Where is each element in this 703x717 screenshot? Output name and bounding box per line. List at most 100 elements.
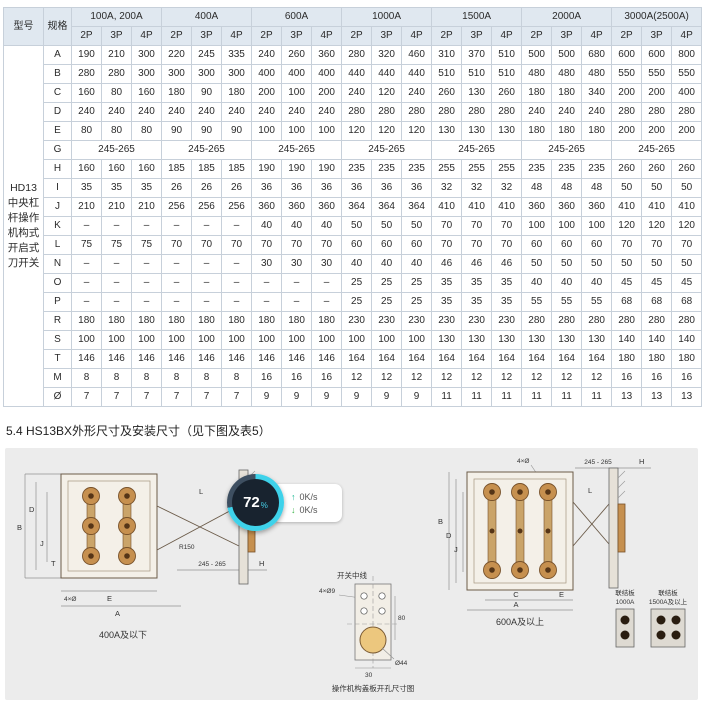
value-cell: 360: [521, 197, 553, 217]
value-cell: 12: [551, 368, 583, 388]
value-cell: 12: [581, 368, 613, 388]
plate1-title: 联结板: [615, 588, 635, 597]
value-cell: 260: [491, 83, 523, 103]
range-cell: 245-265: [431, 140, 523, 160]
value-cell: 280: [341, 102, 373, 122]
model-name-line: 开启式: [7, 242, 40, 254]
value-cell: 8: [71, 368, 102, 388]
value-cell: 80: [101, 83, 132, 103]
value-cell: 550: [671, 64, 703, 84]
value-cell: –: [71, 216, 102, 236]
spec-cell: N: [43, 254, 72, 274]
value-cell: 210: [130, 197, 163, 217]
value-cell: 146: [251, 349, 283, 369]
value-cell: 11: [521, 387, 553, 407]
value-cell: 510: [431, 64, 463, 84]
value-cell: –: [71, 292, 102, 312]
value-cell: 180: [161, 311, 193, 331]
value-cell: 100: [581, 216, 613, 236]
value-cell: 50: [581, 254, 613, 274]
value-cell: 440: [371, 64, 403, 84]
value-cell: –: [311, 273, 343, 293]
value-cell: 40: [551, 273, 583, 293]
value-cell: 25: [371, 273, 403, 293]
caption-cover-plate: 操作机构盖板开孔尺寸图: [332, 683, 415, 693]
value-cell: 190: [251, 159, 283, 179]
value-cell: 16: [311, 368, 343, 388]
value-cell: 40: [281, 216, 313, 236]
value-cell: 235: [581, 159, 613, 179]
pole-header: 3P: [281, 26, 313, 46]
value-cell: 11: [551, 387, 583, 407]
value-cell: 180: [251, 311, 283, 331]
model-name-line: 刀开关: [7, 257, 40, 269]
value-cell: 68: [641, 292, 673, 312]
value-cell: 7: [191, 387, 223, 407]
amperage-group-header: 2000A: [521, 7, 613, 27]
amperage-group-header: 1000A: [341, 7, 433, 27]
value-cell: 70: [161, 235, 193, 255]
value-cell: 146: [311, 349, 343, 369]
percent-symbol: %: [260, 501, 268, 510]
dim-label-d-600a: D: [446, 531, 452, 540]
speedball-ring[interactable]: 72 %: [227, 474, 284, 531]
value-cell: 9: [251, 387, 283, 407]
pole-header: 3P: [371, 26, 403, 46]
value-cell: 16: [611, 368, 643, 388]
value-cell: 7: [161, 387, 193, 407]
value-cell: 12: [521, 368, 553, 388]
value-cell: 100: [71, 330, 102, 350]
value-cell: 185: [161, 159, 193, 179]
value-cell: 46: [491, 254, 523, 274]
value-cell: 32: [491, 178, 523, 198]
value-cell: 300: [130, 45, 163, 65]
value-cell: –: [251, 273, 283, 293]
plate2-title: 联结板: [658, 588, 678, 597]
value-cell: 200: [251, 83, 283, 103]
value-cell: 100: [281, 83, 313, 103]
value-cell: 410: [431, 197, 463, 217]
value-cell: 410: [641, 197, 673, 217]
value-cell: 410: [461, 197, 493, 217]
value-cell: 240: [401, 83, 433, 103]
centerline-label: 开关中线: [337, 570, 367, 580]
value-cell: 30: [251, 254, 283, 274]
value-cell: 460: [401, 45, 433, 65]
value-cell: 25: [401, 273, 433, 293]
value-cell: 35: [491, 292, 523, 312]
value-cell: 180: [130, 311, 163, 331]
value-cell: 7: [221, 387, 253, 407]
value-cell: 120: [641, 216, 673, 236]
value-cell: 13: [671, 387, 703, 407]
value-cell: –: [130, 273, 163, 293]
value-cell: –: [281, 292, 313, 312]
value-cell: –: [221, 292, 253, 312]
value-cell: 100: [551, 216, 583, 236]
value-cell: 235: [551, 159, 583, 179]
section-title: 5.4 HS13BX外形尺寸及安装尺寸（见下图及表5）: [6, 424, 271, 438]
value-cell: 400: [251, 64, 283, 84]
value-cell: 220: [161, 45, 193, 65]
value-cell: 16: [251, 368, 283, 388]
value-cell: 146: [101, 349, 132, 369]
value-cell: 13: [611, 387, 643, 407]
value-cell: 140: [671, 330, 703, 350]
value-cell: 16: [671, 368, 703, 388]
value-cell: 146: [71, 349, 102, 369]
range-cell: 245-265: [70, 140, 163, 160]
value-cell: 300: [161, 64, 193, 84]
spec-cell: P: [43, 292, 72, 312]
speed-monitor-overlay[interactable]: ↑ 0K/s ↓ 0K/s 72 %: [227, 474, 345, 534]
value-cell: 45: [671, 273, 703, 293]
dim-label-l-600a: L: [588, 486, 592, 495]
value-cell: 440: [341, 64, 373, 84]
value-cell: 260: [611, 159, 643, 179]
value-cell: 120: [401, 121, 433, 141]
dim-label-e-600a: E: [559, 590, 564, 599]
value-cell: 130: [431, 121, 463, 141]
handle-600a: [617, 503, 626, 553]
value-cell: 130: [491, 330, 523, 350]
value-cell: 280: [461, 102, 493, 122]
value-cell: 75: [101, 235, 132, 255]
